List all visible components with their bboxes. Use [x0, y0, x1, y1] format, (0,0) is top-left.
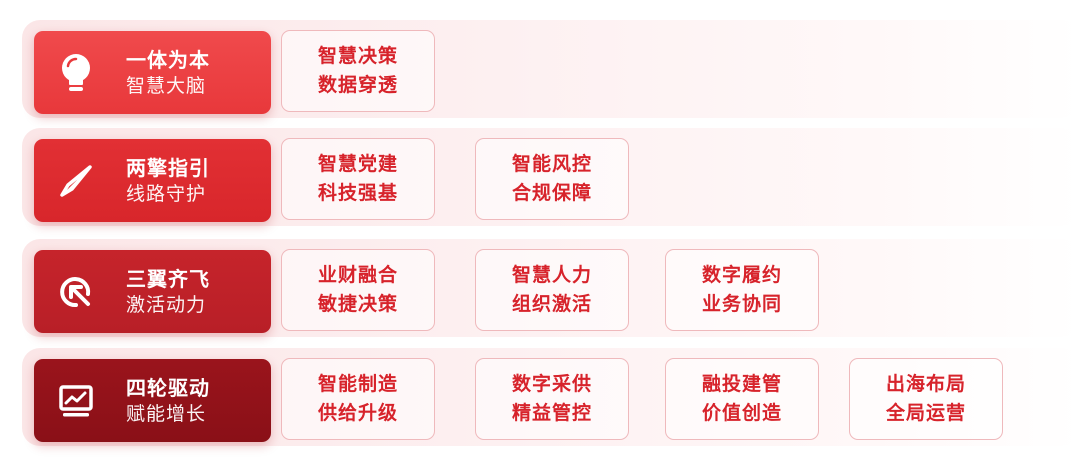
tag-line-2: 合规保障: [511, 182, 592, 204]
pillar-row-2: 两擎指引 线路守护 智慧党建 科技强基 智能风控 合规保障: [22, 128, 1080, 226]
tag-line-1: 融投建管: [701, 373, 782, 395]
tag-line-2: 数据穿透: [317, 74, 398, 96]
pillar-title: 四轮驱动: [126, 376, 210, 400]
tag-line-2: 组织激活: [511, 293, 592, 315]
tag-line-1: 数字履约: [701, 264, 782, 286]
capability-tag: 智慧决策 数据穿透: [281, 30, 435, 112]
pillar-label-block: 一体为本 智慧大脑: [34, 31, 271, 114]
pillar-subtitle: 赋能增长: [126, 403, 207, 425]
tag-line-1: 出海布局: [885, 373, 966, 395]
pillar-label-text: 四轮驱动 赋能增长: [126, 375, 210, 428]
tag-line-2: 供给升级: [317, 402, 398, 424]
tag-line-1: 数字采供: [511, 373, 592, 395]
monitor-chart-icon: [54, 379, 98, 423]
capability-tag: 智慧人力 组织激活: [475, 249, 629, 331]
pillar-row-1: 一体为本 智慧大脑 智慧决策 数据穿透: [22, 20, 1080, 118]
tag-line-1: 业财融合: [317, 264, 398, 286]
capability-tag: 智能风控 合规保障: [475, 138, 629, 220]
pillar-title: 三翼齐飞: [126, 267, 210, 291]
capability-tag: 数字采供 精益管控: [475, 358, 629, 440]
tag-line-1: 智能风控: [511, 153, 592, 175]
compass-icon: [54, 159, 98, 203]
tag-line-2: 科技强基: [317, 182, 398, 204]
pillar-subtitle: 智慧大脑: [126, 75, 207, 97]
pillar-label-block: 两擎指引 线路守护: [34, 139, 271, 222]
tag-line-2: 精益管控: [511, 402, 592, 424]
capability-tag: 数字履约 业务协同: [665, 249, 819, 331]
pillar-row-4: 四轮驱动 赋能增长 智能制造 供给升级 数字采供 精益管控 融投建管 价值创造 …: [22, 348, 1080, 446]
pillar-title: 一体为本: [126, 48, 210, 72]
tag-line-1: 智慧决策: [317, 45, 398, 67]
pillar-title: 两擎指引: [126, 156, 210, 180]
capability-tag: 出海布局 全局运营: [849, 358, 1003, 440]
pillar-label-text: 三翼齐飞 激活动力: [126, 266, 210, 319]
pillar-subtitle: 线路守护: [126, 183, 207, 205]
capability-tag: 智能制造 供给升级: [281, 358, 435, 440]
pillar-label-text: 两擎指引 线路守护: [126, 155, 210, 208]
pillar-label-text: 一体为本 智慧大脑: [126, 47, 210, 100]
pillar-row-3: 三翼齐飞 激活动力 业财融合 敏捷决策 智慧人力 组织激活 数字履约 业务协同: [22, 239, 1080, 337]
pillar-subtitle: 激活动力: [126, 294, 207, 316]
tag-line-1: 智慧党建: [317, 153, 398, 175]
capability-tag: 业财融合 敏捷决策: [281, 249, 435, 331]
cursor-click-icon: [54, 270, 98, 314]
capability-tag: 融投建管 价值创造: [665, 358, 819, 440]
pillar-label-block: 三翼齐飞 激活动力: [34, 250, 271, 333]
tag-line-2: 全局运营: [885, 402, 966, 424]
lightbulb-icon: [54, 51, 98, 95]
tag-line-1: 智慧人力: [511, 264, 592, 286]
tag-line-2: 业务协同: [701, 293, 782, 315]
capability-tag: 智慧党建 科技强基: [281, 138, 435, 220]
tag-line-2: 价值创造: [701, 402, 782, 424]
pillar-label-block: 四轮驱动 赋能增长: [34, 359, 271, 442]
tag-line-2: 敏捷决策: [317, 293, 398, 315]
tag-line-1: 智能制造: [317, 373, 398, 395]
